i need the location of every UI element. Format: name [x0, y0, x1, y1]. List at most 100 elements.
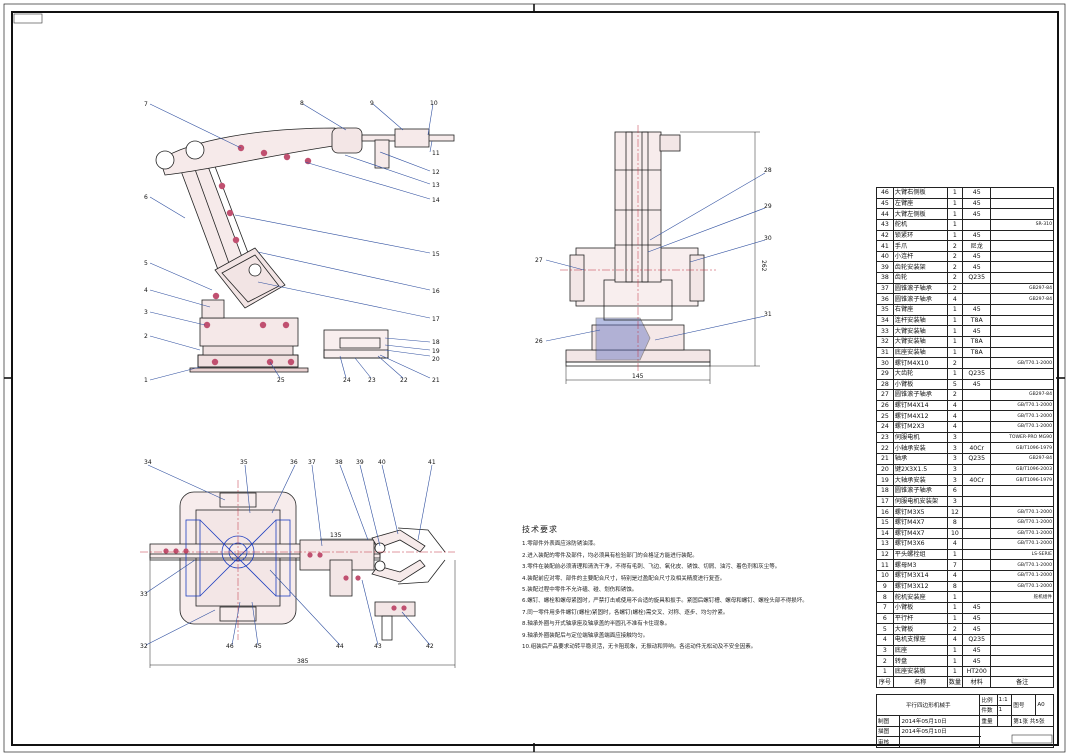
bom-item-name: 连杆安装轴 [892, 314, 948, 327]
bom-item-material: 45 [962, 378, 992, 391]
top-view-leaders [145, 464, 433, 646]
bom-item-remark: GB/T70.1-2000 [990, 580, 1054, 593]
bom-item-quantity: 2 [946, 389, 964, 401]
bom-item-quantity: 4 [946, 293, 964, 306]
bom-item-quantity: 4 [946, 570, 964, 582]
tech-line: 3.零件在装配前必须清理和清洗干净，不得有毛刺、飞边、氧化皮、锈蚀、切屑、油污、… [522, 564, 781, 571]
bom-item-number: 4 [876, 633, 894, 646]
callout-42: 42 [426, 643, 434, 650]
bom-item-remark [990, 261, 1054, 274]
callout-16: 16 [432, 288, 440, 295]
bom-item-material [962, 506, 992, 518]
bom-item-material: Q235 [962, 453, 992, 465]
bom-item-number: 30 [876, 357, 894, 369]
bom-item-number: 38 [876, 272, 894, 284]
bom-item-name: 螺钉M4X12 [892, 410, 948, 423]
bom-item-number: 7 [876, 602, 894, 614]
bom-item-remark [990, 197, 1054, 210]
bom-item-remark [990, 187, 1054, 199]
tech-line: 7.同一零件用多件螺钉(螺栓)紧固时，各螺钉(螺栓)需交叉、对称、逐步、均匀拧紧… [522, 609, 729, 616]
callout-32: 32 [140, 643, 148, 650]
callout-21: 21 [432, 377, 440, 384]
bom-item-quantity: 2 [946, 282, 964, 295]
bom-item-quantity: 1 [946, 197, 964, 210]
bom-item-name: 小臂板 [892, 378, 948, 391]
bom-item-number: 37 [876, 282, 894, 295]
bom-item-remark [990, 314, 1054, 327]
bom-item-number: 41 [876, 240, 894, 252]
bom-item-name: 平头螺栓组 [892, 548, 948, 561]
bom-item-remark [990, 240, 1054, 252]
bom-item-material [962, 399, 992, 412]
bom-item-quantity: 2 [946, 623, 964, 635]
bom-item-number: 34 [876, 314, 894, 327]
bom-item-number: 18 [876, 484, 894, 497]
bom-item-number: 27 [876, 389, 894, 401]
bom-item-quantity: 2 [946, 250, 964, 263]
bom-item-remark [990, 367, 1054, 380]
bom-item-material [962, 516, 992, 529]
bom-item-name: 大臂左侧板 [892, 208, 948, 220]
scale-value: 1:1 [996, 694, 1013, 706]
bom-item-quantity: 3 [946, 495, 964, 508]
bom-item-name: 舵机安装座 [892, 591, 948, 603]
bom-item-number: 12 [876, 548, 894, 561]
bom-item-remark [990, 602, 1054, 614]
bom-item-name: 右臂座 [892, 304, 948, 316]
side-view [155, 127, 455, 373]
bom-header-row: 序号名称数量材料备注 [876, 676, 1054, 689]
callout-30: 30 [764, 235, 772, 242]
bom-item-remark [990, 208, 1054, 220]
bom-item-material: 45 [962, 250, 992, 263]
bom-item-number: 35 [876, 304, 894, 316]
bom-item-remark: GB/T70.1-2000 [990, 516, 1054, 529]
front-view-callout-numbers: 26 27 28 29 30 31 [535, 167, 772, 345]
callout-1: 1 [144, 377, 148, 384]
callout-43: 43 [374, 643, 382, 650]
callout-25: 25 [277, 377, 285, 384]
bom-item-material [962, 570, 992, 582]
bom-item-remark: GB/T70.1-2000 [990, 506, 1054, 518]
callout-9: 9 [370, 100, 374, 107]
bom-item-number: 22 [876, 442, 894, 454]
bom-item-quantity: 2 [946, 357, 964, 369]
front-view-dimension-text: 262 145 [632, 260, 767, 380]
bom-item-remark: GB297-84 [990, 282, 1054, 295]
count-label: 件数 [979, 704, 998, 716]
bom-item-material: 45 [962, 229, 992, 242]
bom-item-remark: TOWER-PRO MG90 [990, 431, 1054, 444]
bom-item-material [962, 580, 992, 593]
bom-item-remark: GB297-84 [990, 453, 1054, 465]
bom-item-remark [990, 623, 1054, 635]
bom-item-quantity: 3 [946, 453, 964, 465]
bom-item-material [962, 591, 992, 603]
bom-item-material [962, 389, 992, 401]
dim-top-small: 135 [330, 532, 342, 539]
bom-item-remark [990, 655, 1054, 667]
bom-header-quantity: 数量 [946, 676, 964, 689]
bom-item-material: 40Cr [962, 442, 992, 454]
bom-item-remark: SR-310 [990, 218, 1054, 231]
bom-item-name: 螺钉M3X5 [892, 506, 948, 518]
bom-item-material: HT200 [962, 665, 992, 678]
tech-title: 技术要求 [522, 525, 558, 534]
bom-item-quantity: 3 [946, 474, 964, 486]
bom-item-number: 36 [876, 293, 894, 306]
top-view-bolts [163, 548, 407, 611]
bom-item-quantity: 6 [946, 484, 964, 497]
drawing-title: 平行四边形机械手 [875, 694, 981, 716]
callout-36: 36 [290, 459, 298, 466]
callout-2: 2 [144, 333, 148, 340]
bom-item-quantity: 1 [946, 655, 964, 667]
bom-item-name: 圆锥滚子轴承 [892, 293, 948, 306]
